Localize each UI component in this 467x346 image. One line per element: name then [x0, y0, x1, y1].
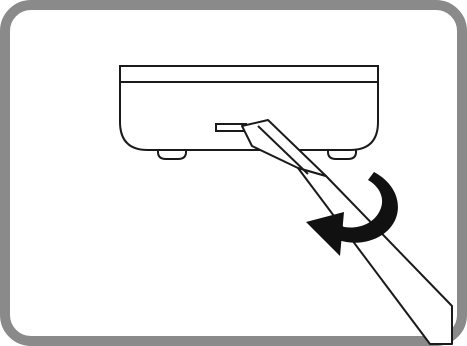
rotation-arrow-band: [338, 172, 398, 243]
screwdriver-blade-edge: [257, 125, 309, 175]
flathead-screwdriver-icon: [241, 119, 453, 345]
rotate-counterclockwise-arrow-icon: [306, 172, 398, 256]
release-slot: [215, 123, 247, 132]
device-body: [119, 65, 379, 151]
device-housing-icon: [119, 65, 379, 151]
screwdriver-blade: [241, 119, 327, 177]
rotation-arrow-head: [306, 212, 344, 256]
